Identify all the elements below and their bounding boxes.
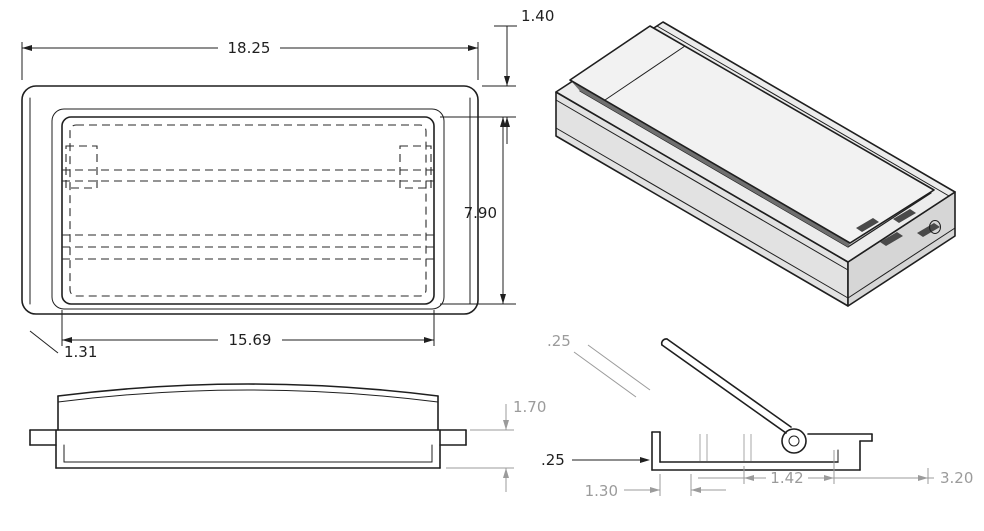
dim-overall-width-label: 18.25 xyxy=(228,39,271,57)
hinge-pin-hole xyxy=(788,435,800,447)
hidden-clip-left xyxy=(65,145,98,189)
dim-hinge-offset-label: 1.42 xyxy=(770,469,803,487)
hidden-clip-right xyxy=(399,145,432,189)
open-lid-inner xyxy=(666,338,792,428)
profile-view-dimensions: 1.70 xyxy=(446,398,546,492)
iso-vent-slot xyxy=(917,223,940,237)
dim-wall-thickness-label: .25 xyxy=(541,451,565,469)
profile-view xyxy=(29,383,467,469)
dim-lid-inset-label: 1.40 xyxy=(521,7,554,25)
dim-body-depth-label: 3.20 xyxy=(940,469,973,487)
iso-hinge-hole xyxy=(929,220,941,234)
front-view-dimensions: 18.25 1.40 7.90 15.69 1.31 xyxy=(21,7,554,361)
grommet-opening-rim xyxy=(51,108,445,310)
hidden-lid-underside xyxy=(69,124,427,297)
grommet-lid-top xyxy=(61,116,435,305)
section-view-dimensions: .25 .25 1.30 1.42 3.20 xyxy=(541,332,973,500)
iso-lid xyxy=(569,25,935,244)
open-lid-outer xyxy=(661,344,787,434)
iso-lid-gap-shadow xyxy=(572,82,852,247)
iso-vent-slot xyxy=(856,218,879,232)
dim-profile-height-label: 1.70 xyxy=(513,398,546,416)
dim-corner-detail-label: 1.31 xyxy=(64,343,97,361)
dim-opening-width-label: 15.69 xyxy=(229,331,272,349)
grommet-outer-frame xyxy=(21,85,479,315)
iso-vent-slot xyxy=(880,232,903,246)
isometric-view xyxy=(555,21,956,307)
dim-lid-thickness-label: .25 xyxy=(547,332,571,350)
section-view xyxy=(651,338,873,471)
hinge-barrel xyxy=(781,428,807,454)
iso-vent-slot xyxy=(893,209,916,223)
front-view xyxy=(21,85,479,315)
dim-opening-height-label: 7.90 xyxy=(464,204,497,222)
dim-offset-left-label: 1.30 xyxy=(585,482,618,500)
lid-arc xyxy=(57,383,439,397)
